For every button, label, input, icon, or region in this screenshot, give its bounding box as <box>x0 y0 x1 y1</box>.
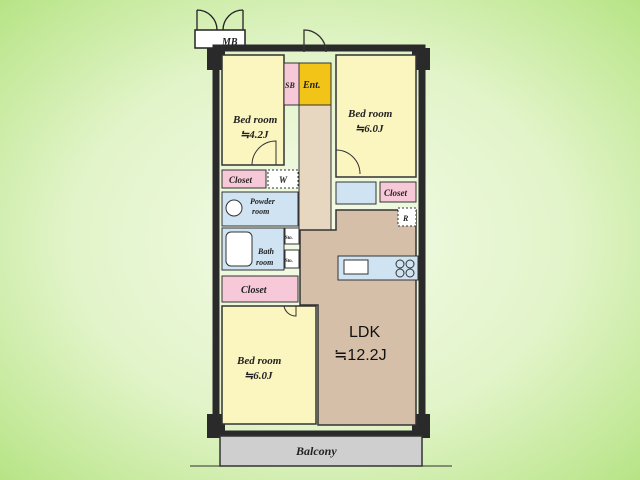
bedroom-sw-name: Bed room <box>236 355 282 367</box>
refrigerator <box>397 207 417 227</box>
closet-east <box>379 181 417 203</box>
closet-west <box>221 169 267 189</box>
bedroom-nw-size: ≒4.2J <box>240 129 269 141</box>
closet-big-label: Closet <box>241 285 268 296</box>
bedroom-ne-name: Bed room <box>347 108 393 120</box>
storage-a-label: Sto. <box>285 236 293 241</box>
bath-label-2: room <box>256 258 273 267</box>
sb-label: SB <box>285 81 295 90</box>
entrance-door <box>303 29 327 53</box>
meter-box: MB <box>194 9 246 49</box>
bedroom-sw <box>221 305 317 425</box>
ldk-name: LDK <box>349 324 380 341</box>
balcony-label: Balcony <box>295 444 337 458</box>
bedroom-ne-size: ≒6.0J <box>355 123 384 135</box>
powder-label-1: Powder <box>250 197 276 206</box>
closet-west-label: Closet <box>229 175 253 185</box>
storage-b <box>284 249 300 269</box>
entrance <box>298 62 332 106</box>
storage-b-label: Sto. <box>285 259 293 264</box>
wall-pillar <box>207 414 225 438</box>
closet-big <box>221 275 299 303</box>
ldk <box>299 209 417 426</box>
bedroom-nw <box>221 54 285 166</box>
storage-a <box>284 227 300 245</box>
mb-label: MB <box>221 37 238 48</box>
bedroom-nw-name: Bed room <box>232 114 278 126</box>
bath-label-1: Bath <box>257 247 275 256</box>
wic-label: W <box>279 175 288 185</box>
powder-label-2: room <box>252 207 269 216</box>
refrigerator-label: R <box>402 214 409 223</box>
closet-east-label: Closet <box>384 188 408 198</box>
entrance-label: Ent. <box>302 80 321 91</box>
bedroom-sw-size: ≒6.0J <box>244 370 273 382</box>
ldk-size: ≒12.2J <box>334 347 387 364</box>
wall-pillar <box>207 48 225 70</box>
bedroom-ne <box>335 54 417 178</box>
ne-washbasin <box>335 181 377 205</box>
hallway <box>298 104 332 231</box>
outer-wall <box>212 44 426 438</box>
wic <box>267 169 299 189</box>
